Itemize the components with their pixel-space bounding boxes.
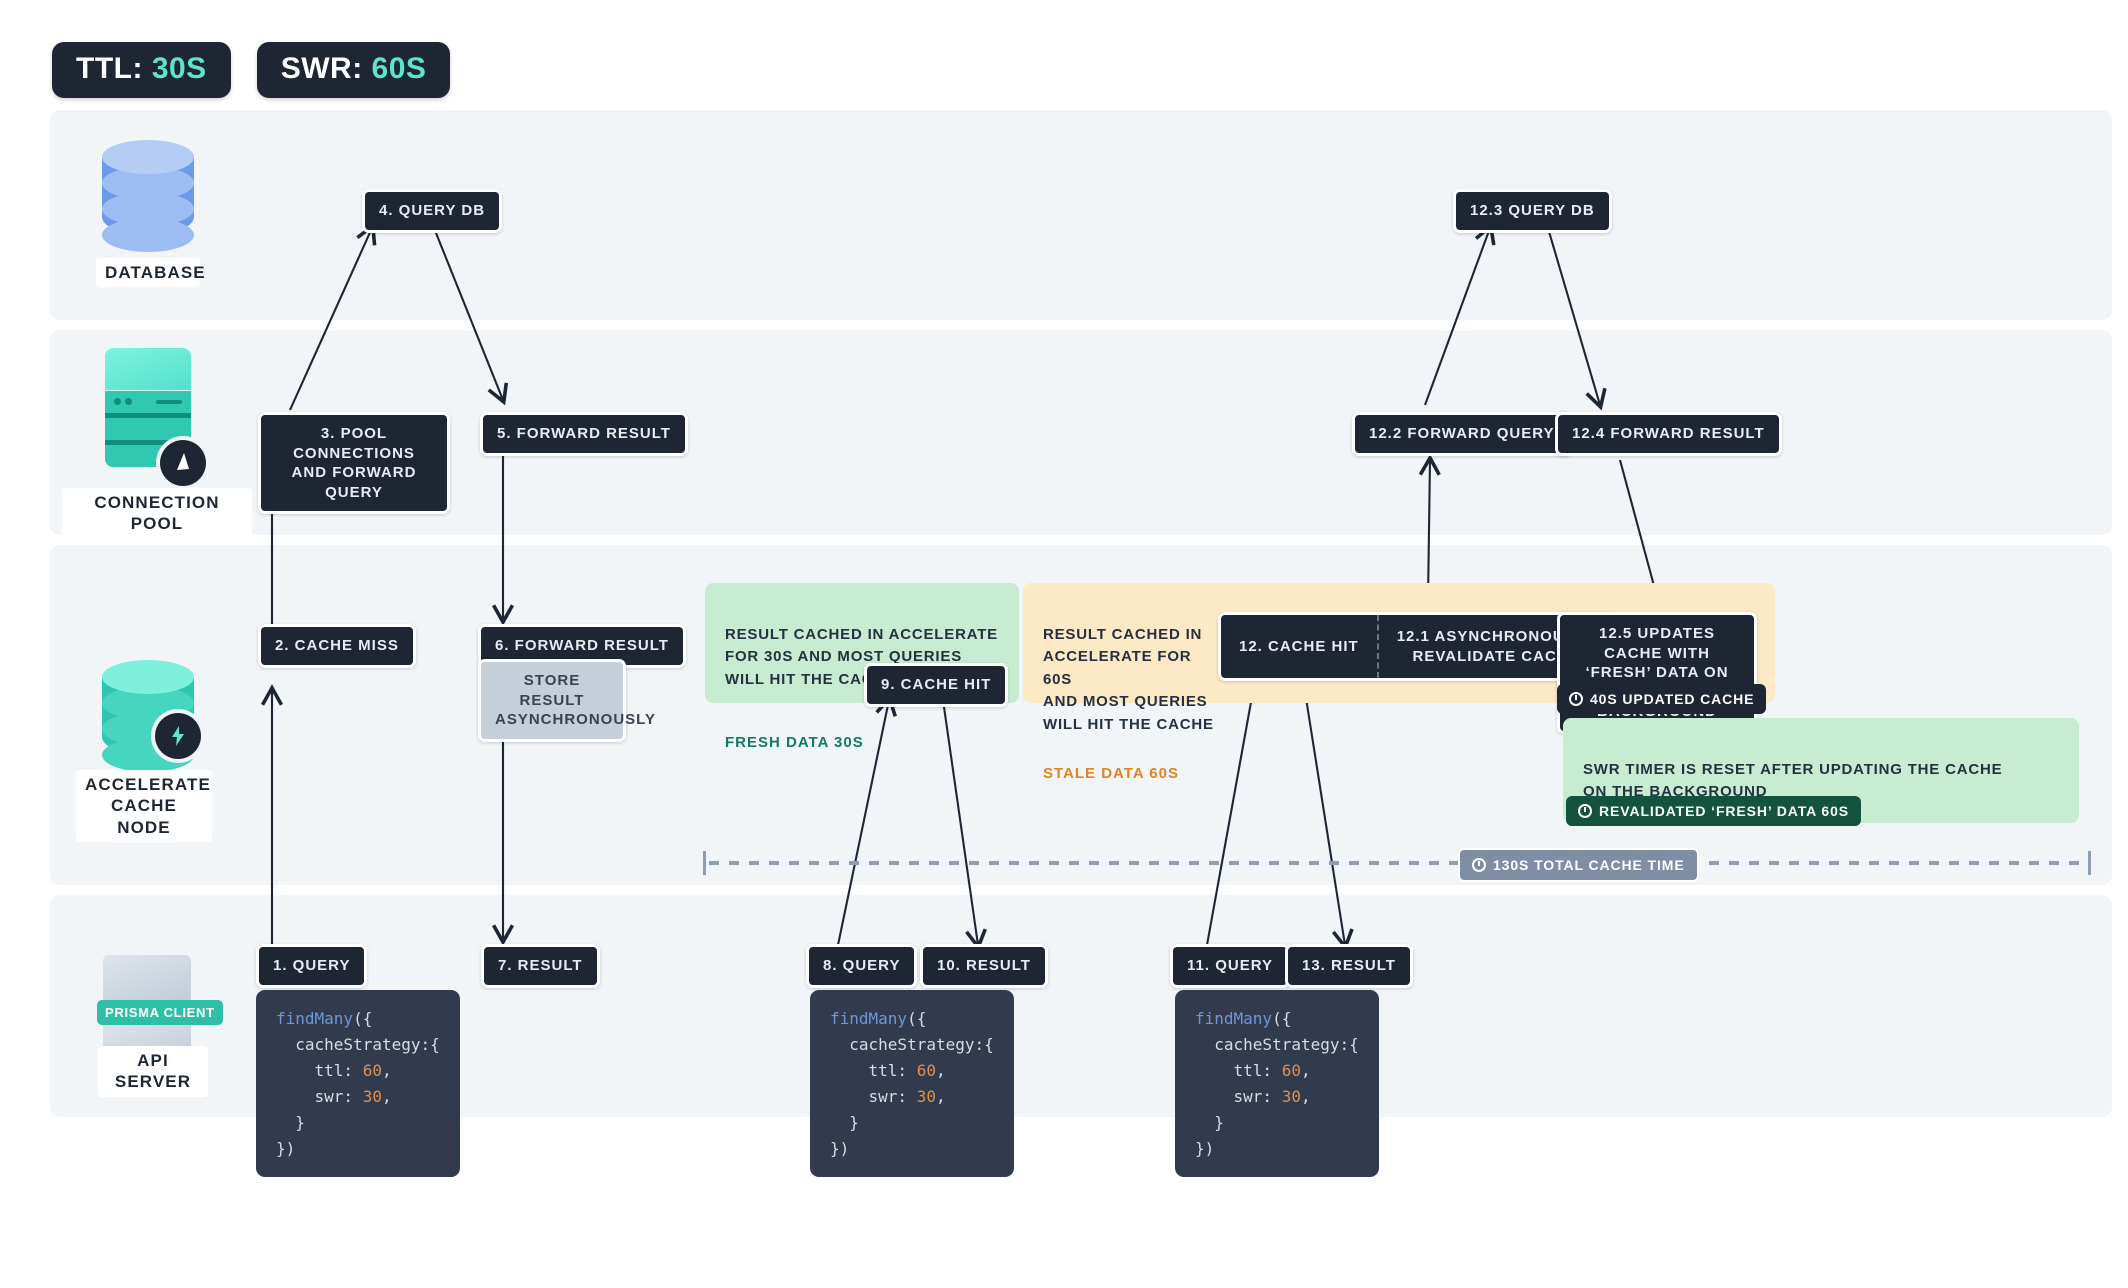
code-close2-3: }): [1195, 1138, 1215, 1158]
clock-icon: [1578, 804, 1592, 818]
code-block-query-1[interactable]: findMany({ cacheStrategy:{ ttl: 60, swr:…: [256, 990, 460, 1178]
total-cache-timeline: 130S TOTAL CACHE TIME: [703, 848, 2091, 882]
revalidated-fresh-tag: REVALIDATED ‘FRESH’ DATA 60S: [1566, 796, 1861, 826]
clock-icon: [1569, 692, 1583, 706]
database-cylinder-icon: [102, 140, 194, 252]
timeline-label: 130S TOTAL CACHE TIME: [1493, 857, 1685, 873]
updated-cache-tag: 40S UPDATED CACHE: [1557, 684, 1767, 714]
code-fn-3: findMany: [1195, 1009, 1273, 1028]
prisma-logo-icon: [160, 440, 206, 486]
step-12-2-forward-query[interactable]: 12.2 FORWARD QUERY: [1352, 412, 1572, 456]
code-open-2: ({: [907, 1009, 927, 1028]
clock-icon: [1472, 858, 1486, 872]
step-8-query[interactable]: 8. QUERY: [806, 944, 918, 988]
step-12-5-updates-cache[interactable]: 12.5 UPDATES CACHE WITH ‘FRESH’ DATA ON …: [1557, 612, 1757, 734]
code-close2-1: }): [276, 1138, 296, 1158]
store-result-async-note: STORE RESULT ASYNCHRONOUSLY: [478, 659, 655, 742]
code-swr-2: 30: [916, 1086, 936, 1106]
step-11-query[interactable]: 11. QUERY: [1170, 944, 1290, 988]
step-1-query[interactable]: 1. QUERY: [256, 944, 368, 988]
code-line2-3: cacheStrategy:{: [1195, 1034, 1359, 1054]
lane-label-accelerate-cache: ACCELERATE CACHE NODE: [76, 770, 212, 842]
code-close2-2: }): [830, 1138, 850, 1158]
lane-label-api-server: API SERVER: [98, 1046, 208, 1097]
step-5-forward-result[interactable]: 5. FORWARD RESULT: [480, 412, 688, 456]
ttl-badge-value: 30S: [151, 52, 207, 85]
code-close1-2: }: [830, 1112, 859, 1132]
note-swr-reset-body: SWR TIMER IS RESET AFTER UPDATING THE CA…: [1583, 760, 2003, 801]
code-swr-key-3: swr:: [1195, 1086, 1282, 1106]
code-fn-2: findMany: [830, 1009, 908, 1028]
code-ttl-key-2: ttl:: [830, 1060, 917, 1080]
code-ttl-2: 60: [916, 1060, 936, 1080]
step-9-cache-hit[interactable]: 9. CACHE HIT: [864, 663, 1009, 707]
revalidated-fresh-tag-label: REVALIDATED ‘FRESH’ DATA 60S: [1599, 803, 1849, 819]
config-badges: TTL: 30S SWR: 60S: [52, 42, 451, 98]
step-4-query-db[interactable]: 4. QUERY DB: [362, 189, 503, 233]
lane-database: [50, 110, 2112, 320]
timeline-badge: 130S TOTAL CACHE TIME: [1458, 848, 1699, 882]
code-block-query-3[interactable]: findMany({ cacheStrategy:{ ttl: 60, swr:…: [1175, 990, 1379, 1178]
lane-label-database: DATABASE: [96, 258, 205, 288]
code-ttl-key-1: ttl:: [276, 1060, 363, 1080]
code-swr-key-1: swr:: [276, 1086, 363, 1106]
step-13-result[interactable]: 13. RESULT: [1285, 944, 1413, 988]
prisma-client-chip: PRISMA CLIENT: [97, 1000, 223, 1025]
updated-cache-tag-label: 40S UPDATED CACHE: [1590, 691, 1755, 707]
lightning-bolt-icon: [155, 713, 201, 759]
code-ttl-key-3: ttl:: [1195, 1060, 1282, 1080]
code-close1-3: }: [1195, 1112, 1224, 1132]
note-stale-body: RESULT CACHED IN ACCELERATE FOR 60S AND …: [1043, 625, 1214, 733]
swr-badge-label: SWR:: [280, 52, 363, 85]
step-12-4-forward-result[interactable]: 12.4 FORWARD RESULT: [1555, 412, 1782, 456]
code-close1-1: }: [276, 1112, 305, 1132]
step-12-3-query-db[interactable]: 12.3 QUERY DB: [1453, 189, 1612, 233]
code-swr-1: 30: [362, 1086, 382, 1106]
note-fresh-tag: FRESH DATA 30S: [725, 733, 864, 751]
code-ttl-1: 60: [362, 1060, 382, 1080]
code-open-3: ({: [1272, 1009, 1292, 1028]
note-stale-tag: STALE DATA 60S: [1043, 764, 1179, 782]
code-swr-3: 30: [1281, 1086, 1301, 1106]
code-block-query-2[interactable]: findMany({ cacheStrategy:{ ttl: 60, swr:…: [810, 990, 1014, 1178]
step-3-pool-connections[interactable]: 3. POOL CONNECTIONS AND FORWARD QUERY: [258, 412, 450, 514]
swr-badge-value: 60S: [371, 52, 427, 85]
step-12-cache-hit[interactable]: 12. CACHE HIT: [1239, 637, 1359, 655]
code-open-1: ({: [353, 1009, 373, 1028]
step-2-cache-miss[interactable]: 2. CACHE MISS: [258, 624, 416, 668]
code-line2-1: cacheStrategy:{: [276, 1034, 440, 1054]
step-12-combined[interactable]: 12. CACHE HIT 12.1 ASYNCHRONOUSLY REVALI…: [1218, 612, 1617, 681]
code-fn-1: findMany: [276, 1009, 354, 1028]
code-line2-2: cacheStrategy:{: [830, 1034, 994, 1054]
lane-label-connection-pool: CONNECTION POOL: [62, 488, 252, 539]
code-swr-key-2: swr:: [830, 1086, 917, 1106]
code-ttl-3: 60: [1281, 1060, 1301, 1080]
swr-badge: SWR: 60S: [256, 42, 451, 98]
ttl-badge: TTL: 30S: [52, 42, 231, 98]
ttl-badge-label: TTL:: [76, 52, 143, 85]
step-7-result[interactable]: 7. RESULT: [481, 944, 600, 988]
step-10-result[interactable]: 10. RESULT: [920, 944, 1048, 988]
